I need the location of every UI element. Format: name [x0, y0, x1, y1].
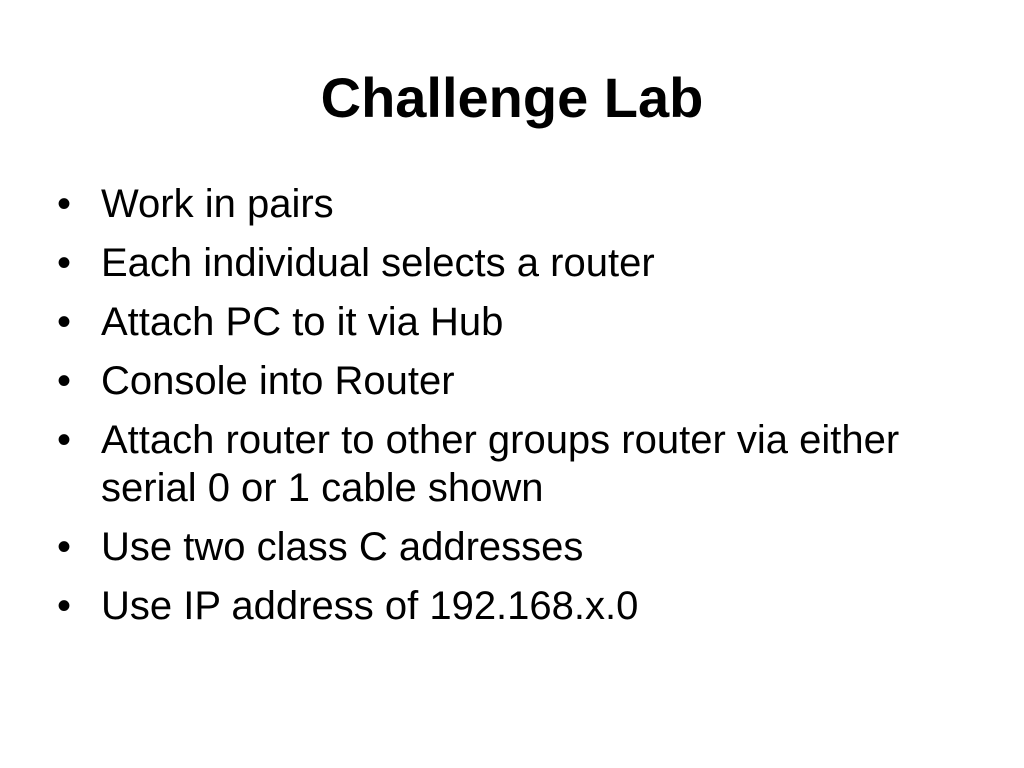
bullet-icon: •	[57, 241, 72, 285]
list-item: • Attach PC to it via Hub	[57, 298, 957, 346]
bullet-icon: •	[57, 300, 72, 344]
bullet-text: Work in pairs	[101, 182, 334, 226]
bullet-icon: •	[57, 584, 72, 628]
list-item: • Work in pairs	[57, 180, 957, 228]
bullet-text: Console into Router	[101, 359, 455, 403]
bullet-icon: •	[57, 359, 72, 403]
bullet-icon: •	[57, 525, 72, 569]
bullet-text: Each individual selects a router	[101, 241, 655, 285]
bullet-text: Use two class C addresses	[101, 525, 584, 569]
slide-title: Challenge Lab	[320, 66, 704, 129]
list-item: • Console into Router	[57, 357, 957, 405]
bullet-text: Use IP address of 192.168.x.0	[101, 584, 639, 628]
list-item: • Use two class C addresses	[57, 523, 957, 571]
list-item: • Each individual selects a router	[57, 239, 957, 287]
list-item: • Use IP address of 192.168.x.0	[57, 582, 957, 630]
bullet-list: • Work in pairs • Each individual select…	[57, 180, 957, 641]
bullet-icon: •	[57, 418, 72, 462]
bullet-icon: •	[57, 182, 72, 226]
list-item: • Attach router to other groups router v…	[57, 416, 957, 512]
bullet-text: Attach router to other groups router via…	[101, 418, 900, 510]
bullet-text: Attach PC to it via Hub	[101, 300, 504, 344]
